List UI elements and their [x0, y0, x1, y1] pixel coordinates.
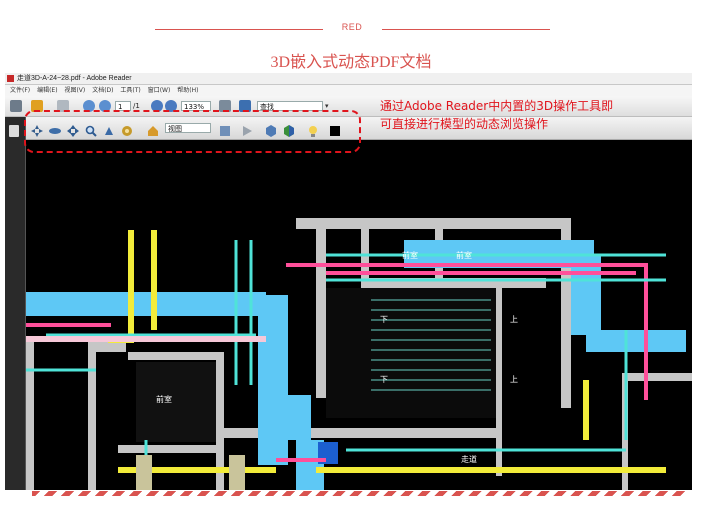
room-label-left: 前室 — [156, 394, 172, 404]
room-label-a: 前室 — [402, 250, 418, 260]
3d-toolbar: 视图 — [5, 117, 692, 140]
header-rule-right — [382, 29, 550, 30]
fit-page-icon[interactable] — [219, 100, 231, 112]
pan-icon[interactable] — [67, 122, 79, 137]
menu-bar: 文件(F) 编辑(E) 视图(V) 文档(D) 工具(T) 窗口(W) 帮助(H… — [5, 85, 692, 96]
menu-help[interactable]: 帮助(H) — [177, 87, 199, 94]
footer-stripe — [32, 491, 686, 496]
menu-tools[interactable]: 工具(T) — [120, 87, 141, 94]
menu-edit[interactable]: 编辑(E) — [37, 87, 58, 94]
window-title: 走道3D-A-24~28.pdf - Adobe Reader — [17, 75, 132, 82]
prev-page-icon[interactable] — [83, 100, 95, 112]
room-label-b: 前室 — [456, 250, 472, 260]
menu-file[interactable]: 文件(F) — [10, 87, 31, 94]
header-rule-left — [155, 29, 323, 30]
stair-up-1: 上 — [510, 315, 518, 324]
zoom-in-icon[interactable] — [165, 100, 177, 112]
navigation-sidebar — [5, 117, 26, 493]
lighting-icon[interactable] — [307, 122, 319, 137]
window-titlebar: 走道3D-A-24~28.pdf - Adobe Reader — [5, 73, 692, 85]
stair-down-1: 下 — [380, 315, 388, 324]
render-mode-icon[interactable] — [283, 122, 295, 137]
toolbar-callout-box — [24, 110, 361, 153]
rotate-icon[interactable] — [31, 122, 43, 137]
zoom-3d-icon[interactable] — [85, 122, 97, 137]
email-icon[interactable] — [57, 100, 69, 112]
menu-window[interactable]: 窗口(W) — [147, 87, 171, 94]
page-total-label: /1 — [133, 102, 140, 110]
home-icon[interactable] — [147, 122, 159, 136]
menu-view[interactable]: 视图(V) — [64, 87, 86, 94]
views-list-icon[interactable] — [219, 122, 231, 136]
menu-document[interactable]: 文档(D) — [92, 87, 114, 94]
play-animation-icon[interactable] — [241, 122, 253, 136]
walk-icon[interactable] — [103, 122, 115, 135]
brand-label: RED — [341, 22, 363, 32]
projection-icon[interactable] — [265, 122, 277, 137]
spin-icon[interactable] — [49, 122, 61, 134]
corridor-label: 走道 — [461, 454, 477, 464]
fly-icon[interactable] — [121, 122, 133, 136]
slide-title: 3D嵌入式动态PDF文档 — [270, 54, 432, 71]
next-page-icon[interactable] — [99, 100, 111, 112]
pages-panel-icon[interactable] — [9, 125, 19, 137]
save-icon[interactable] — [31, 100, 43, 112]
3d-model-view[interactable]: 前室 前室 前室 走道 下 上 下 上 — [26, 140, 692, 493]
view-select[interactable]: 视图 — [165, 123, 211, 133]
slide-header: RED — [0, 0, 702, 50]
zoom-out-icon[interactable] — [151, 100, 163, 112]
print-icon[interactable] — [10, 100, 22, 112]
stair-up-2: 上 — [510, 375, 518, 384]
annotation-line-2: 可直接进行模型的动态浏览操作 — [380, 117, 549, 131]
fit-width-icon[interactable] — [239, 100, 251, 112]
adobe-reader-window: 走道3D-A-24~28.pdf - Adobe Reader 文件(F) 编辑… — [5, 73, 692, 493]
find-dropdown-icon[interactable]: ▾ — [325, 102, 329, 110]
stair-down-2: 下 — [380, 375, 388, 384]
annotation-line-1: 通过Adobe Reader中内置的3D操作工具即 — [380, 99, 614, 113]
background-color-icon[interactable] — [329, 122, 341, 136]
slide-footer — [0, 490, 702, 528]
callout-annotation: 通过Adobe Reader中内置的3D操作工具即 可直接进行模型的动态浏览操作 — [380, 97, 613, 133]
pdf-app-icon — [7, 75, 14, 82]
